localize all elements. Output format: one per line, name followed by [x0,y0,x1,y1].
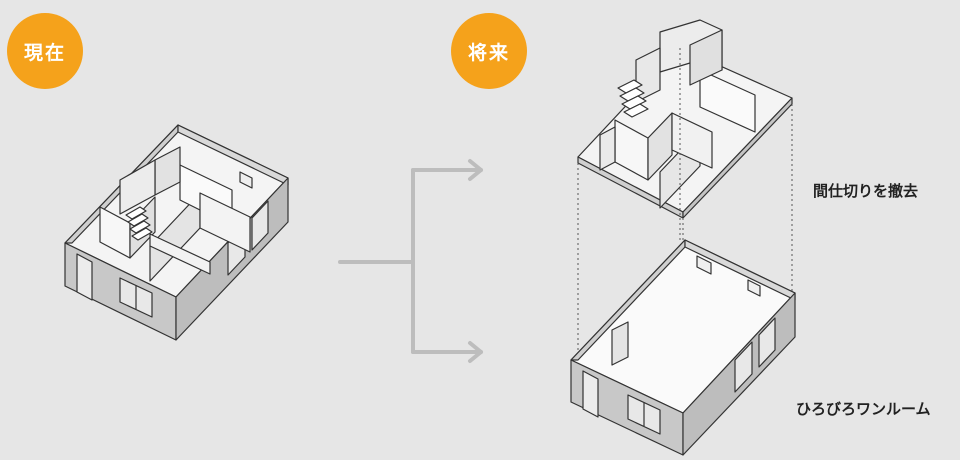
remove-partitions-caption: 間仕切りを撤去 [813,182,919,200]
transition-arrow [338,159,483,363]
current-label: 現在 [23,41,66,64]
one-room-house-model [570,239,796,456]
future-badge: 将来 [451,13,527,89]
one-room-caption: ひろびろワンルーム [796,400,931,418]
removed-partitions-model [577,19,793,219]
current-badge: 現在 [7,13,83,89]
current-house-model [64,124,289,341]
future-label: 将来 [467,41,510,64]
